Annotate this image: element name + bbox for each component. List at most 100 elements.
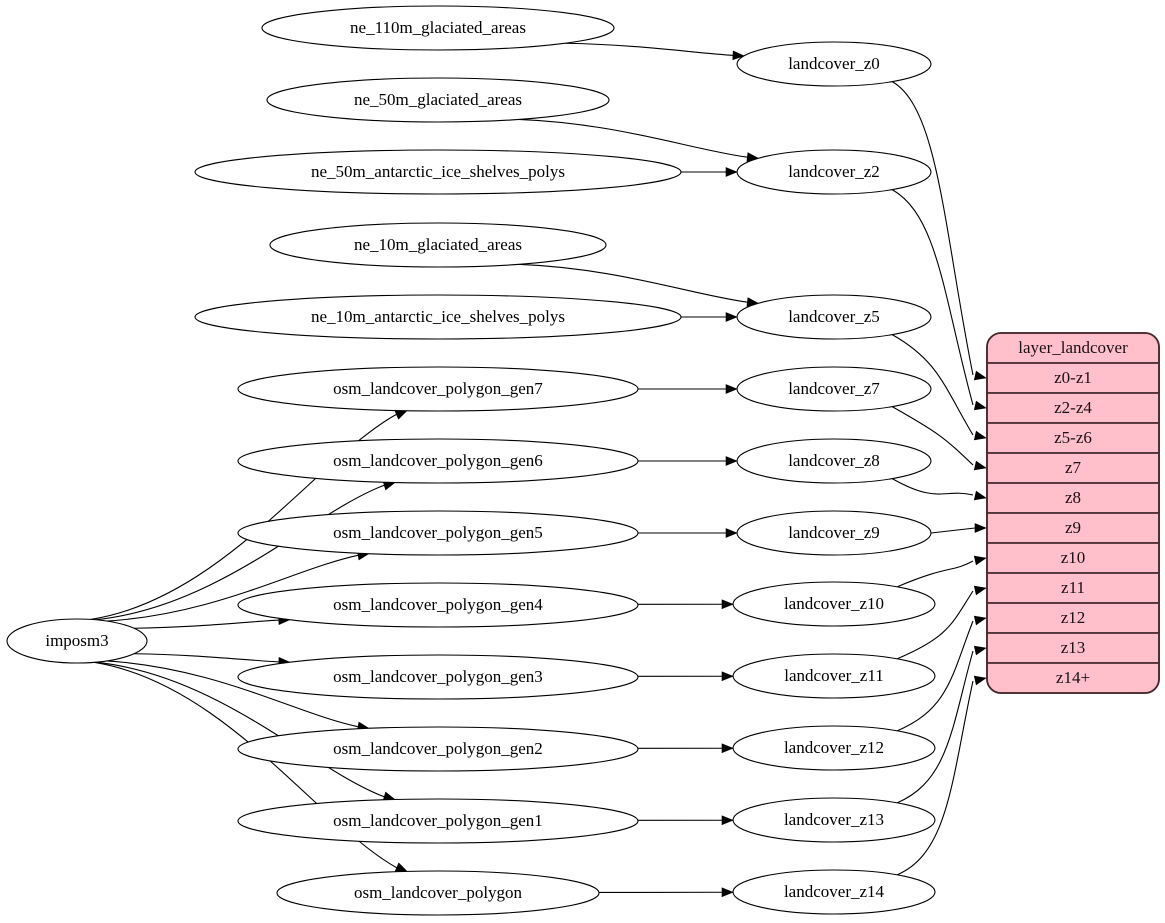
node-label: landcover_z11 — [784, 666, 883, 685]
layer-table-row[interactable]: z13 — [987, 632, 1159, 664]
osm-node-shape — [237, 510, 639, 556]
osm-node-shape — [237, 582, 639, 628]
landcover-node-shape — [732, 653, 936, 699]
layer-table-row-label: z5-z6 — [1054, 428, 1092, 447]
edge-landcover_z9-to-row-z9 — [930, 527, 976, 534]
edge-arrowhead — [725, 384, 738, 394]
node-landcover_z10[interactable]: landcover_z10 — [732, 581, 936, 627]
node-osm_landcover_polygon_gen2[interactable]: osm_landcover_polygon_gen2 — [237, 726, 639, 772]
edge-arrowhead — [973, 555, 987, 566]
edge-landcover_z8-to-row-z8 — [891, 478, 974, 496]
natural-earth-node-shape — [194, 149, 682, 195]
layer-table-row[interactable]: z2-z4 — [987, 392, 1159, 424]
edge-landcover_z12-to-row-z12 — [896, 620, 974, 732]
layer-table-row-label: z9 — [1065, 518, 1081, 537]
node-label: landcover_z9 — [788, 523, 880, 542]
node-landcover_z13[interactable]: landcover_z13 — [732, 797, 936, 843]
node-landcover_z12[interactable]: landcover_z12 — [732, 725, 936, 771]
node-label: osm_landcover_polygon_gen4 — [333, 595, 543, 614]
node-osm_landcover_polygon_gen7[interactable]: osm_landcover_polygon_gen7 — [237, 366, 639, 412]
edge-arrowhead — [973, 430, 987, 441]
node-landcover_z2[interactable]: landcover_z2 — [736, 149, 932, 195]
node-osm_landcover_polygon_gen6[interactable]: osm_landcover_polygon_gen6 — [237, 438, 639, 484]
layer-table-row[interactable]: z8 — [987, 482, 1159, 514]
layer-table-row[interactable]: z5-z6 — [987, 422, 1159, 454]
edge-arrowhead — [973, 370, 987, 381]
nodes-layer: imposm3 ne_110m_glaciated_areas ne_50m_gla… — [6, 5, 936, 916]
layer-table-row[interactable]: z7 — [987, 452, 1159, 484]
edge-imposm3-to-osm_landcover_polygon_gen2 — [106, 660, 360, 728]
edge-arrowhead — [973, 400, 987, 411]
node-osm_landcover_polygon_gen1[interactable]: osm_landcover_polygon_gen1 — [237, 798, 639, 844]
edge-arrowhead — [973, 615, 987, 626]
edge-arrowhead — [725, 312, 738, 322]
landcover-node-shape — [736, 294, 932, 340]
node-label: ne_10m_antarctic_ice_shelves_polys — [311, 307, 565, 326]
node-landcover_z7[interactable]: landcover_z7 — [736, 366, 932, 412]
edge-arrowhead — [721, 815, 734, 826]
node-imposm3[interactable]: imposm3 — [6, 618, 148, 664]
edge-imposm3-to-osm_landcover_polygon_gen3 — [134, 653, 280, 663]
landcover-node-shape — [732, 581, 936, 627]
landcover-node-shape — [732, 869, 936, 915]
node-osm_landcover_polygon_gen4[interactable]: osm_landcover_polygon_gen4 — [237, 582, 639, 628]
edge-landcover_z10-to-row-z10 — [896, 560, 974, 588]
layer-table-row[interactable]: z12 — [987, 602, 1159, 634]
edge-landcover_z2-to-row-z2-z4 — [891, 189, 974, 406]
edge-imposm3-to-osm_landcover_polygon_gen5 — [106, 554, 360, 622]
node-ne_110m_glaciated_areas[interactable]: ne_110m_glaciated_areas — [261, 5, 615, 51]
layer-table-header[interactable]: layer_landcover — [987, 333, 1159, 364]
node-landcover_z0[interactable]: landcover_z0 — [736, 41, 932, 87]
node-label: ne_50m_antarctic_ice_shelves_polys — [311, 162, 565, 181]
layer-table-row-label: z12 — [1061, 608, 1086, 627]
edge-landcover_z11-to-row-z11 — [896, 590, 974, 660]
node-ne_50m_glaciated_areas[interactable]: ne_50m_glaciated_areas — [266, 77, 610, 123]
layer-table-row[interactable]: z9 — [987, 512, 1159, 544]
layer-table-row[interactable]: z0-z1 — [987, 362, 1159, 394]
layer-table-row-label: z0-z1 — [1054, 368, 1092, 387]
node-landcover_z11[interactable]: landcover_z11 — [732, 653, 936, 699]
node-landcover_z5[interactable]: landcover_z5 — [736, 294, 932, 340]
osm-node-shape — [237, 654, 639, 700]
node-osm_landcover_polygon_gen5[interactable]: osm_landcover_polygon_gen5 — [237, 510, 639, 556]
node-label: osm_landcover_polygon_gen2 — [333, 739, 543, 758]
node-label: osm_landcover_polygon_gen7 — [333, 379, 543, 398]
landcover-node-shape — [732, 725, 936, 771]
node-landcover_z9[interactable]: landcover_z9 — [736, 510, 932, 556]
layer-table-row[interactable]: z11 — [987, 572, 1159, 604]
edge-landcover_z13-to-row-z13 — [896, 650, 974, 804]
edge-ne_50m_glaciated_areas-to-landcover_z2 — [518, 118, 749, 158]
node-label: osm_landcover_polygon_gen5 — [333, 523, 543, 542]
node-label: landcover_z7 — [788, 379, 880, 398]
edge-arrowhead — [973, 460, 987, 471]
edge-arrowhead — [973, 675, 987, 686]
node-label: landcover_z12 — [784, 738, 884, 757]
natural-earth-node-shape — [269, 222, 607, 268]
edge-landcover_z0-to-row-z0-z1 — [891, 81, 974, 376]
node-label: landcover_z8 — [788, 451, 880, 470]
edge-arrowhead — [725, 528, 738, 538]
node-ne_50m_antarctic_ice_shelves_polys[interactable]: ne_50m_antarctic_ice_shelves_polys — [194, 149, 682, 195]
landcover-node-shape — [736, 438, 932, 484]
node-landcover_z8[interactable]: landcover_z8 — [736, 438, 932, 484]
node-landcover_z14[interactable]: landcover_z14 — [732, 869, 936, 915]
landcover-node-shape — [736, 510, 932, 556]
node-osm_landcover_polygon_gen3[interactable]: osm_landcover_polygon_gen3 — [237, 654, 639, 700]
node-label: landcover_z14 — [784, 882, 885, 901]
node-ne_10m_glaciated_areas[interactable]: ne_10m_glaciated_areas — [269, 222, 607, 268]
landcover-node-shape — [736, 149, 932, 195]
layer-table-row-label: z11 — [1061, 578, 1085, 597]
node-label: ne_50m_glaciated_areas — [354, 90, 522, 109]
node-osm_landcover_polygon[interactable]: osm_landcover_polygon — [276, 870, 600, 916]
layer-table-row[interactable]: z14+ — [987, 662, 1159, 693]
layer-table-row-label: z10 — [1061, 548, 1086, 567]
natural-earth-node-shape — [266, 77, 610, 123]
edge-landcover_z5-to-row-z5-z6 — [891, 334, 974, 436]
layer-table-row[interactable]: z10 — [987, 542, 1159, 574]
layer-table-border — [986, 332, 1160, 694]
edge-arrowhead — [732, 50, 745, 61]
edge-arrowhead — [721, 887, 734, 898]
node-ne_10m_antarctic_ice_shelves_polys[interactable]: ne_10m_antarctic_ice_shelves_polys — [194, 294, 682, 340]
